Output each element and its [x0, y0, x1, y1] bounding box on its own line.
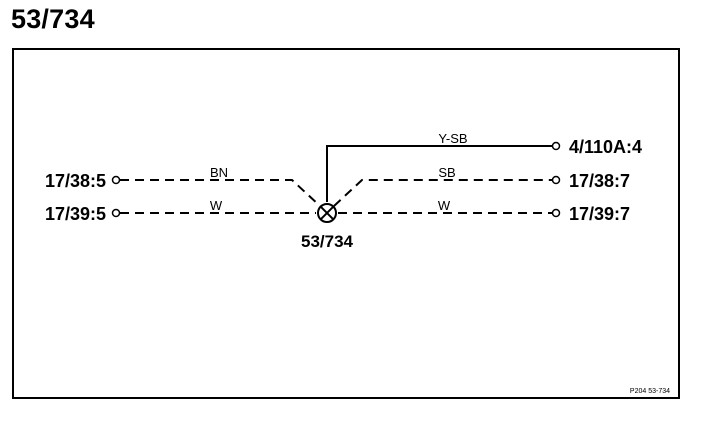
wire-right-top: [326, 145, 552, 202]
wire-label-right-top: Y-SB: [438, 131, 467, 146]
splice-label: 53/734: [301, 232, 354, 251]
reference-code: P204 53-734: [630, 388, 670, 395]
pin-left-top: [111, 175, 121, 185]
wire-right-middle: [333, 179, 552, 207]
splice-icon: [317, 203, 337, 223]
wire-label-right-middle: SB: [438, 165, 455, 180]
connector-label-left-bottom: 17/39:5: [45, 204, 106, 224]
connector-label-right-top: 4/110A:4: [569, 137, 642, 157]
diagram-frame: [12, 48, 680, 399]
wire-left-top: [120, 179, 321, 207]
connector-label-left-top: 17/38:5: [45, 171, 106, 191]
page-title: 53/734: [11, 4, 95, 34]
pin-left-bottom: [111, 208, 121, 218]
connector-label-right-bottom: 17/39:7: [569, 204, 630, 224]
pin-right-bottom: [551, 208, 561, 218]
wire-label-left-top: BN: [210, 165, 228, 180]
pin-right-middle: [551, 175, 561, 185]
wire-label-left-bottom: W: [210, 198, 223, 213]
connector-label-right-middle: 17/38:7: [569, 171, 630, 191]
wire-label-right-bottom: W: [438, 198, 451, 213]
pin-right-top: [551, 141, 561, 151]
